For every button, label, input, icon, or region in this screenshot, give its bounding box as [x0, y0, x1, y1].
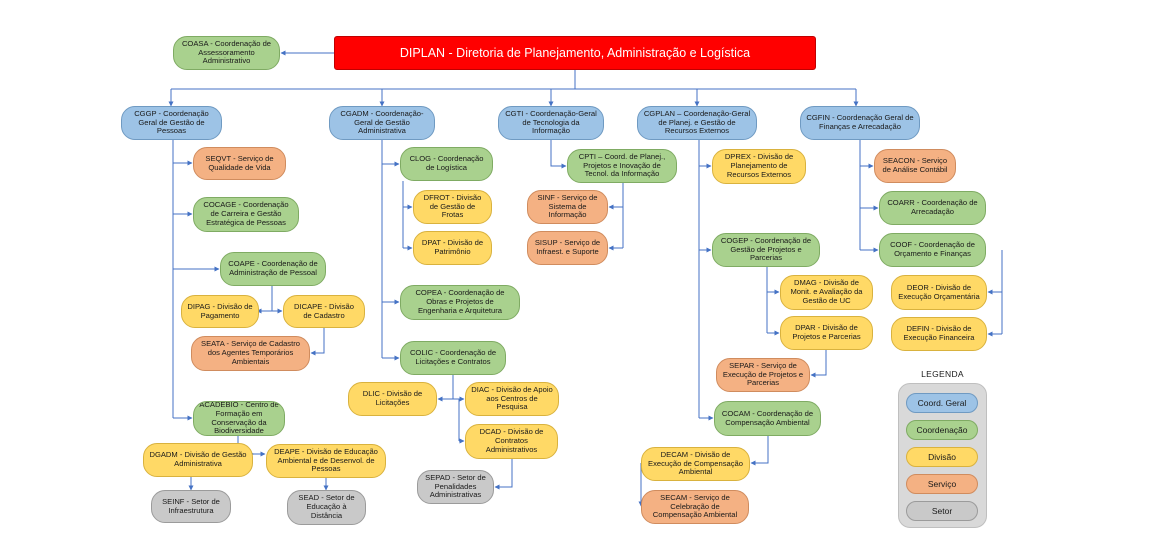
node-dprex: DPREX - Divisão de Planejamento de Recur… — [712, 149, 806, 184]
node-dicape: DICAPE - Divisão de Cadastro — [283, 295, 365, 328]
node-dipag: DIPAG - Divisão de Pagamento — [181, 295, 259, 328]
node-defin: DEFIN - Divisão de Execução Financeira — [891, 317, 987, 351]
node-dpar: DPAR - Divisão de Projetos e Parcerias — [780, 316, 873, 350]
node-cocam: COCAM - Coordenação de Compensação Ambie… — [714, 401, 821, 436]
node-sepad: SEPAD - Setor de Penalidades Administrat… — [417, 470, 494, 504]
node-deor: DEOR - Divisão de Execução Orçamentária — [891, 275, 987, 310]
node-diplan: DIPLAN - Diretoria de Planejamento, Admi… — [334, 36, 816, 70]
node-coarr: COARR - Coordenação de Arrecadação — [879, 191, 986, 225]
line-cgti-cpti — [550, 140, 567, 169]
node-secam: SECAM - Serviço de Celebração de Compens… — [641, 490, 749, 524]
line-dcad-sepad — [494, 459, 513, 490]
legend-setor: Setor — [906, 501, 978, 521]
node-dmag: DMAG - Divisão de Monit. e Avaliação da … — [780, 275, 873, 310]
node-seinf: SEINF - Setor de Infraestrutura — [151, 490, 231, 523]
node-sead: SEAD - Setor de Educação à Distância — [287, 490, 366, 525]
node-cggp: CGGP - Coordenação Geral de Gestão de Pe… — [121, 106, 222, 140]
node-coof: COOF - Coordenação de Orçamento e Finanç… — [879, 233, 986, 267]
node-clog: CLOG - Coordenação de Logística — [400, 147, 493, 181]
node-seacon: SEACON - Serviço de Análise Contábil — [874, 149, 956, 183]
node-cgplan: CGPLAN – Coordenação-Geral de Planej. e … — [637, 106, 757, 140]
node-seqvt: SEQVT - Serviço de Qualidade de Vida — [193, 147, 286, 180]
node-dlic: DLIC - Divisão de Licitações — [348, 382, 437, 416]
node-coasa: COASA - Coordenação de Assessoramento Ad… — [173, 36, 280, 70]
line-cocam-decam — [750, 436, 769, 466]
legend-coordenacao: Coordenação — [906, 420, 978, 440]
legend-title: LEGENDA — [921, 369, 964, 379]
legend-servico: Serviço — [906, 474, 978, 494]
node-sisup: SISUP - Serviço de Infraest. e Suporte — [527, 231, 608, 265]
node-cocage: COCAGE - Coordenação de Carreira e Gestã… — [193, 197, 299, 232]
line-dpar-separ — [810, 350, 827, 378]
node-cgadm: CGADM - Coordenação-Geral de Gestão Admi… — [329, 106, 435, 140]
node-decam: DECAM - Divisão de Execução de Compensaç… — [641, 447, 750, 481]
node-colic: COLIC - Coordenação de Licitações e Cont… — [400, 341, 506, 375]
legend-divisao: Divisão — [906, 447, 978, 467]
node-dfrot: DFROT - Divisão de Gestão de Frotas — [413, 190, 492, 224]
node-dpat: DPAT - Divisão de Patrimônio — [413, 231, 492, 265]
node-seata: SEATA - Serviço de Cadastro dos Agentes … — [191, 336, 310, 371]
node-copea: COPEA - Coordenação de Obras e Projetos … — [400, 285, 520, 320]
node-cgti: CGTI - Coordenação-Geral de Tecnologia d… — [498, 106, 604, 140]
node-sinf: SINF - Serviço de Sistema de Informação — [527, 190, 608, 224]
node-coape: COAPE - Coordenação de Administração de … — [220, 252, 326, 286]
node-diac: DIAC - Divisão de Apoio aos Centros de P… — [465, 382, 559, 416]
line-dicape-seata — [310, 328, 325, 356]
node-cpti: CPTI – Coord. de Planej., Projetos e Ino… — [567, 149, 677, 183]
node-acadebio: ACADEBIO - Centro de Formação em Conserv… — [193, 401, 285, 436]
node-separ: SEPAR - Serviço de Execução de Projetos … — [716, 358, 810, 392]
node-dcad: DCAD - Divisão de Contratos Administrati… — [465, 424, 558, 459]
node-deape: DEAPE - Divisão de Educação Ambiental e … — [266, 444, 386, 478]
node-dgadm: DGADM - Divisão de Gestão Administrativa — [143, 443, 253, 477]
node-cogep: COGEP - Coordenação de Gestão de Projeto… — [712, 233, 820, 267]
legend-coord-geral: Coord. Geral — [906, 393, 978, 413]
node-cgfin: CGFIN - Coordenação Geral de Finanças e … — [800, 106, 920, 140]
